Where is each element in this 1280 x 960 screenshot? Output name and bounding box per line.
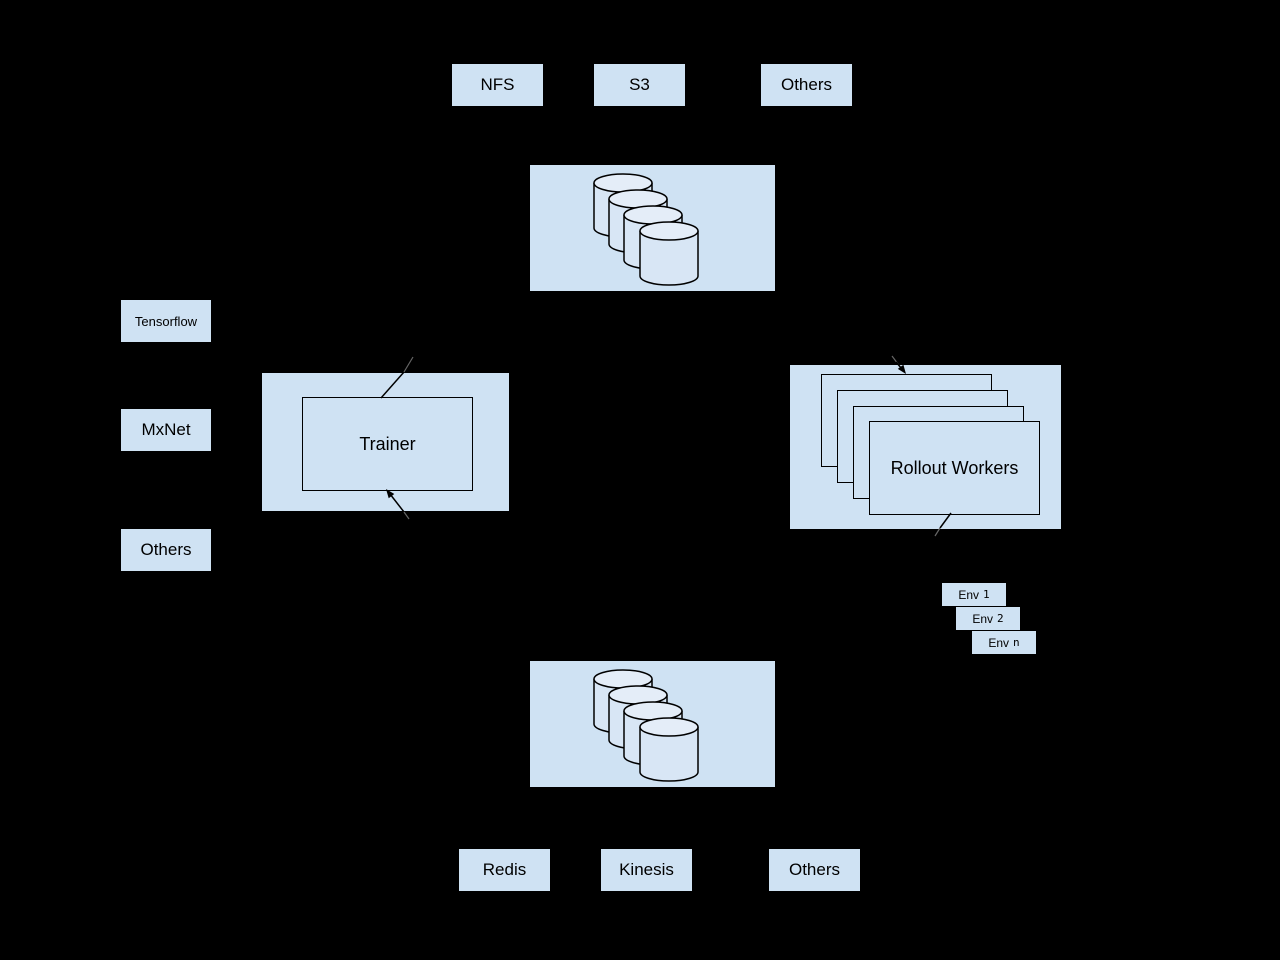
- env-id: n: [1013, 636, 1020, 649]
- trainer-box: Trainer: [302, 397, 473, 491]
- database-stack-icon: [593, 173, 699, 286]
- framework-others: Others: [121, 529, 211, 571]
- trainer-in-line-stub: [403, 511, 410, 520]
- env-label: Env: [972, 611, 994, 626]
- storage-backend-s3: S3: [594, 64, 685, 106]
- storage-backend-others-bottom: Others: [769, 849, 860, 891]
- trainer-panel: Trainer: [262, 373, 509, 511]
- database-stack-icon: [593, 669, 699, 782]
- rollout-workers-box: Rollout Workers: [869, 421, 1040, 515]
- env-id: 2: [997, 612, 1004, 625]
- storage-backend-redis: Redis: [459, 849, 550, 891]
- rollout-out-line-stub: [934, 527, 941, 537]
- env-id: 1: [983, 588, 990, 601]
- storage-backend-nfs: NFS: [452, 64, 543, 106]
- framework-tensorflow: Tensorflow: [121, 300, 211, 342]
- env-label: Env: [958, 587, 980, 602]
- framework-mxnet: MxNet: [121, 409, 211, 451]
- trainer-out-line-stub: [403, 356, 414, 373]
- data-storage-cluster: [530, 661, 775, 787]
- storage-backend-kinesis: Kinesis: [601, 849, 692, 891]
- env-label: Env: [988, 635, 1010, 650]
- model-storage-cluster: [530, 165, 775, 291]
- storage-backend-others-top: Others: [761, 64, 852, 106]
- rollout-workers-panel: Rollout Workers: [790, 365, 1061, 529]
